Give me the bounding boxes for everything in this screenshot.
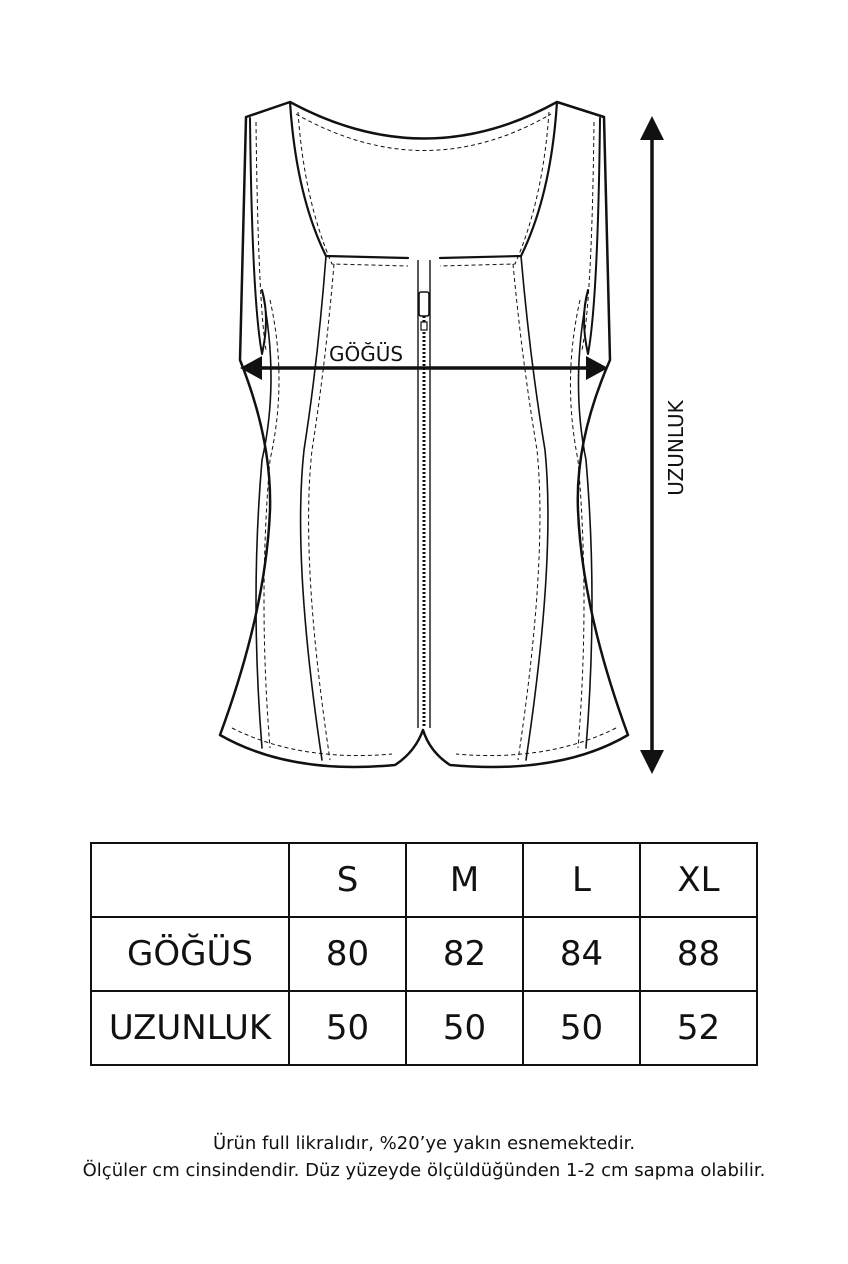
size-notes: Ürün full likralıdır, %20’ye yakın esnem… [0, 1130, 848, 1184]
vest-technical-drawing: GÖĞÜS UZUNLUK [218, 100, 688, 774]
chest-value-xl: 88 [639, 916, 758, 992]
length-value-m: 50 [405, 990, 524, 1066]
chest-label: GÖĞÜS [329, 342, 403, 366]
size-header-l: L [522, 842, 641, 918]
neckline-left [288, 100, 410, 260]
zipper-pull-icon [418, 291, 430, 317]
length-value-xl: 52 [639, 990, 758, 1066]
side-seam-right [577, 289, 593, 749]
table-header-row: S M L XL [90, 842, 758, 918]
size-header-s: S [288, 842, 407, 918]
table-row: GÖĞÜS 80 82 84 88 [90, 916, 758, 992]
zipper [417, 260, 431, 728]
neckline-right [438, 100, 559, 260]
side-seam-left [255, 289, 272, 749]
size-header-m: M [405, 842, 524, 918]
seam-left [299, 255, 327, 761]
chest-arrow-icon [240, 356, 608, 380]
length-arrow-icon [640, 116, 664, 774]
note-measurement: Ölçüler cm cinsindendir. Düz yüzeyde ölç… [82, 1160, 766, 1181]
chest-value-m: 82 [405, 916, 524, 992]
seam-right [520, 255, 549, 761]
table-corner-cell [90, 842, 290, 918]
chest-value-l: 84 [522, 916, 641, 992]
row-label-length: UZUNLUK [90, 990, 290, 1066]
length-value-l: 50 [522, 990, 641, 1066]
size-header-xl: XL [639, 842, 758, 918]
chest-value-s: 80 [288, 916, 407, 992]
note-stretch: Ürün full likralıdır, %20’ye yakın esnem… [212, 1133, 636, 1154]
length-label: UZUNLUK [664, 399, 688, 495]
vest-outline [218, 100, 630, 769]
row-label-chest: GÖĞÜS [90, 916, 290, 992]
table-row: UZUNLUK 50 50 50 52 [90, 990, 758, 1066]
size-chart-table: S M L XL GÖĞÜS 80 82 84 88 UZUNLUK 50 50… [90, 842, 758, 1066]
length-value-s: 50 [288, 990, 407, 1066]
